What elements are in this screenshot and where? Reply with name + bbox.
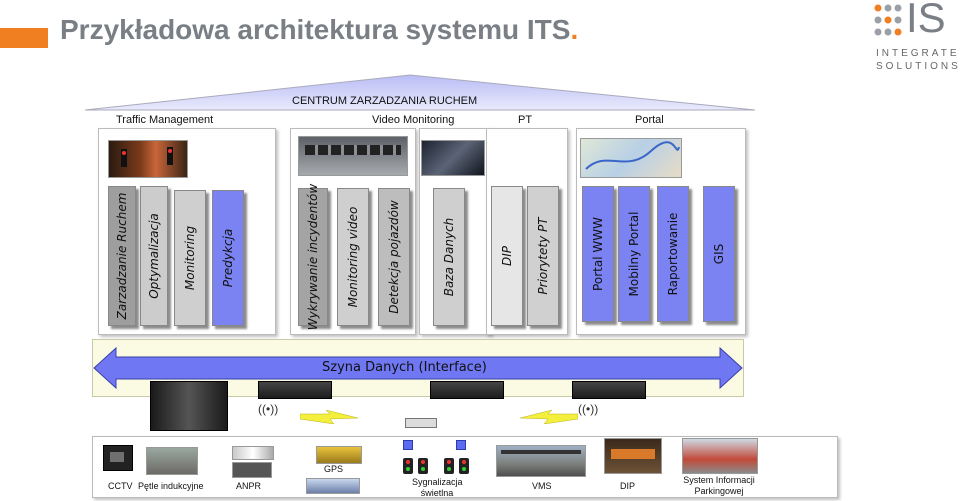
column-label: Baza Danych — [442, 217, 456, 297]
signal-controller-icon — [456, 440, 466, 450]
server-1 — [258, 381, 332, 399]
traffic-lights-photo — [108, 140, 188, 178]
parking-info-photo — [682, 438, 758, 474]
induction-loop-photo — [146, 447, 198, 475]
column-detekcja-pojazdow: Detekcja pojazdów — [378, 188, 410, 326]
gps-tram-photo — [306, 478, 360, 494]
device-label-gps: GPS — [324, 464, 344, 474]
section-label-pt: PT — [518, 114, 533, 126]
column-label: Priorytety PT — [536, 217, 550, 295]
antenna-icon: ((•)) — [258, 402, 279, 416]
device-label-dip: DIP — [620, 481, 636, 491]
device-label-cctv: CCTV — [108, 481, 133, 491]
antenna-icon: ((•)) — [578, 402, 599, 416]
column-label: Raportowanie — [666, 212, 680, 296]
logo-dots-icon — [874, 4, 902, 36]
column-label: Portal WWW — [591, 217, 605, 291]
company-logo: IS INTEGRATED SOLUTIONS — [872, 0, 960, 75]
column-optymalizacja: Optymalizacja — [140, 186, 168, 326]
column-gis: GIS — [703, 186, 735, 322]
device-label-petle: Pętle indukcyjne — [138, 481, 204, 491]
signal-controller-icon — [403, 440, 413, 450]
column-label: GIS — [712, 243, 726, 265]
title-accent-bar — [0, 28, 48, 48]
vms-sign-photo — [496, 445, 586, 477]
anpr-camera-photo — [232, 446, 274, 460]
column-label: Monitoring — [183, 225, 197, 291]
column-baza-danych: Baza Danych — [433, 188, 465, 326]
column-portal-www: Portal WWW — [582, 186, 614, 322]
network-switch — [405, 418, 437, 428]
section-label-traffic: Traffic Management — [116, 114, 214, 126]
server-rack — [150, 381, 228, 431]
lightning-icon — [300, 410, 358, 424]
license-plate-photo — [232, 462, 272, 478]
column-monitoring: Monitoring — [174, 190, 206, 326]
section-label-video: Video Monitoring — [372, 114, 455, 126]
column-zarzadzanie-ruchem: Zarzadzanie Ruchem — [108, 186, 136, 326]
column-monitoring-video: Monitoring video — [337, 188, 369, 326]
column-label: Monitoring video — [346, 206, 360, 308]
page-title: Przykładowa architektura systemu ITS. — [60, 14, 579, 45]
column-predykcja: Predykcja — [212, 190, 244, 326]
data-bus-label: Szyna Danych (Interface) — [322, 360, 487, 375]
traffic-light-icon — [459, 458, 469, 474]
server-2 — [430, 381, 504, 399]
column-mobilny-portal: Mobilny Portal — [618, 186, 650, 322]
roof-title: CENTRUM ZARZADZANIA RUCHEM — [292, 95, 478, 107]
device-label-parking: System Informacji Parkingowej — [683, 475, 755, 496]
column-label: Optymalizacja — [147, 213, 161, 299]
traffic-light-icon — [403, 458, 413, 474]
gps-bus-photo — [316, 446, 362, 464]
logo-line2: SOLUTIONS — [876, 61, 960, 72]
logo-mark: IS — [906, 0, 946, 41]
traffic-light-icon — [444, 458, 454, 474]
cctv-camera-icon — [103, 445, 133, 471]
column-label: Wykrywanie incydentów — [306, 183, 320, 331]
device-label-vms: VMS — [532, 481, 552, 491]
device-label-sygnalizacja: Sygnalizacja świetlna — [412, 477, 463, 498]
server-3 — [572, 381, 646, 399]
roof-shape — [84, 74, 756, 111]
control-room-photo — [298, 136, 408, 176]
device-label-anpr: ANPR — [236, 481, 262, 491]
column-label: DIP — [500, 245, 514, 267]
operator-photo — [421, 140, 485, 176]
column-label: Mobilny Portal — [627, 211, 641, 297]
traffic-light-icon — [418, 458, 428, 474]
column-label: Predykcja — [221, 228, 235, 288]
column-wykrywanie-incydentow: Wykrywanie incydentów — [298, 184, 328, 330]
portal-map-screenshot — [580, 138, 682, 178]
column-priorytety-pt: Priorytety PT — [527, 186, 559, 326]
column-raportowanie: Raportowanie — [657, 186, 689, 322]
data-bus-arrow — [93, 346, 743, 390]
column-label: Detekcja pojazdów — [387, 200, 401, 314]
column-label: Zarzadzanie Ruchem — [115, 192, 129, 320]
section-label-portal: Portal — [635, 114, 664, 126]
column-dip: DIP — [491, 186, 523, 326]
dip-display-photo — [604, 438, 662, 474]
lightning-icon — [520, 410, 578, 424]
logo-line1: INTEGRATED — [876, 48, 960, 59]
